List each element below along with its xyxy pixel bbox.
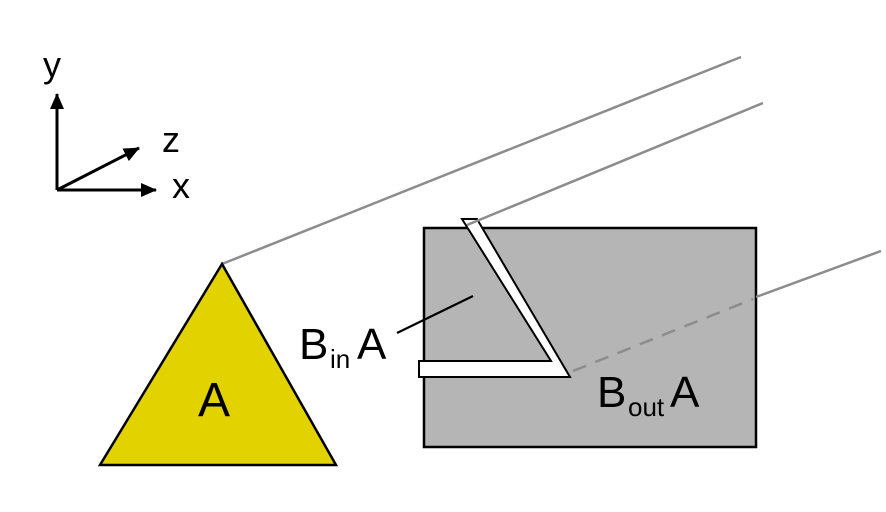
- cut-channel: [418, 218, 572, 378]
- b-in-a-base: B: [299, 320, 328, 369]
- b-in-a-label: B in A: [299, 295, 474, 374]
- b-out-a-label: B out A: [597, 368, 700, 422]
- coordinate-axes: y z x: [43, 44, 190, 206]
- prism-a: A: [97, 261, 339, 467]
- prism-apex-sweep-line: [221, 55, 742, 266]
- z-axis-arrow: [56, 146, 140, 192]
- b-out-a-operand: A: [670, 368, 700, 417]
- b-in-a-subscript: in: [330, 344, 350, 374]
- b-in-a-pointer-line: [396, 295, 474, 334]
- x-axis-label: x: [172, 165, 190, 206]
- hidden-sweep-line: [572, 297, 754, 373]
- triangle-a-label: A: [198, 374, 230, 427]
- exit-sweep-line: [755, 249, 882, 299]
- block-b: [418, 218, 758, 449]
- b-out-a-base: B: [597, 368, 626, 417]
- y-axis-label: y: [43, 44, 61, 85]
- b-out-a-subscript: out: [628, 392, 665, 422]
- notch-top-sweep-line: [466, 101, 764, 227]
- b-in-a-operand: A: [357, 320, 387, 369]
- z-axis-label: z: [162, 119, 180, 160]
- block-b-body: [422, 226, 758, 449]
- triangle-a-shape: [97, 261, 339, 467]
